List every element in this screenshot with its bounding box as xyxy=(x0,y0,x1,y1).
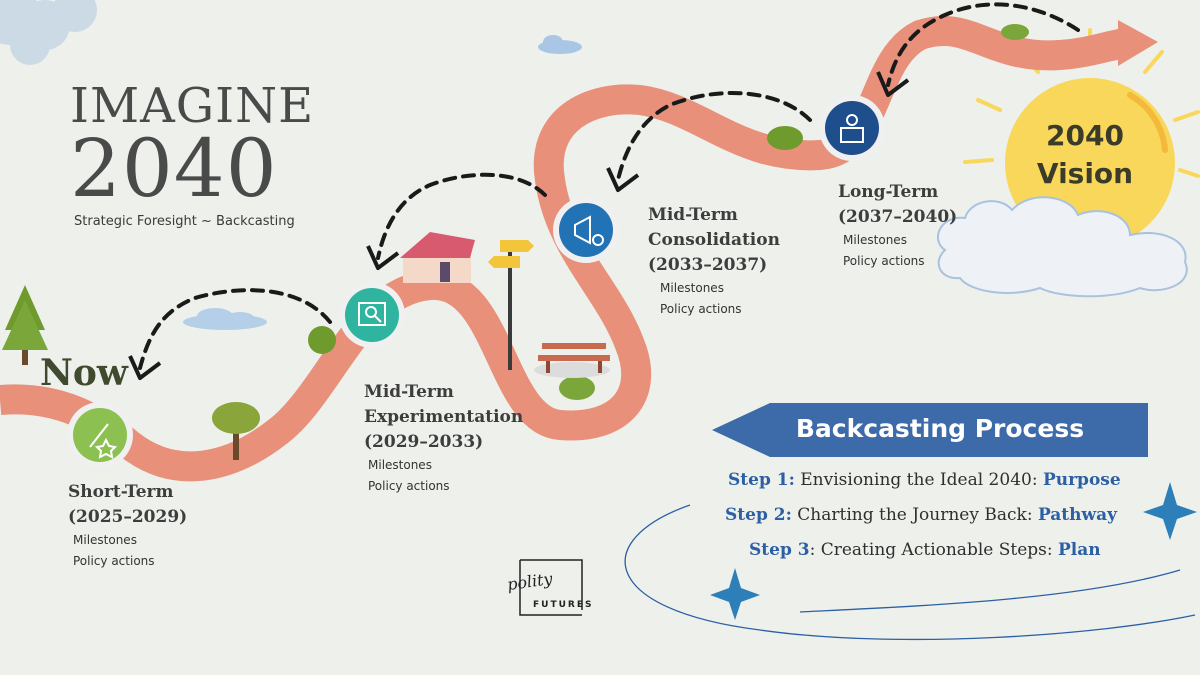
process-step-3: Step 3: Creating Actionable Steps: Plan xyxy=(749,540,1101,560)
cloud-mid xyxy=(183,308,267,330)
process-banner xyxy=(712,403,1148,457)
now-label: Now xyxy=(40,352,128,394)
bush-icons xyxy=(308,24,1029,400)
stage-mid-experimentation: Mid-Term Experimentation (2029–2033) Mil… xyxy=(364,380,523,497)
stage-title-line: Short-Term xyxy=(68,482,174,502)
idea-box-icon xyxy=(840,114,864,143)
bench-icon xyxy=(534,343,610,378)
stage-long-term: Long-Term (2037–2040) Milestones Policy … xyxy=(838,180,957,272)
cloud-small-top xyxy=(538,35,582,54)
road-arrowhead xyxy=(1118,20,1158,66)
stage-title-line: Experimentation xyxy=(364,407,524,427)
process-step-1: Step 1: Envisioning the Ideal 2040: Purp… xyxy=(728,470,1121,490)
stage-item: Milestones xyxy=(660,281,724,295)
step-key: Plan xyxy=(1058,540,1101,560)
polity-futures-logo xyxy=(519,559,583,616)
step-text: : Creating Actionable Steps: xyxy=(809,540,1059,560)
stage-mid-consolidation: Mid-Term Consolidation (2033–2037) Miles… xyxy=(648,203,780,320)
page-subtitle: Strategic Foresight ~ Backcasting xyxy=(74,214,295,229)
step-label: Step 2: xyxy=(725,505,792,525)
process-title: Backcasting Process xyxy=(795,414,1085,443)
stage-item: Milestones xyxy=(843,233,907,247)
stage-item: Milestones xyxy=(73,533,137,547)
page-title-year: 2040 xyxy=(70,122,278,215)
signpost-icon xyxy=(488,240,534,370)
sparkle-icons xyxy=(710,482,1197,620)
cloud-under-sun xyxy=(936,196,1188,298)
stage-title-line: (2025–2029) xyxy=(68,507,188,527)
orbit-lines xyxy=(624,504,1196,641)
step-key: Pathway xyxy=(1037,505,1118,525)
vision-line-1: 2040 xyxy=(1046,119,1124,152)
stage-item: Policy actions xyxy=(73,554,155,568)
page-title: IMAGINE xyxy=(70,78,315,134)
backcast-arrows xyxy=(138,2,1080,370)
process-step-2: Step 2: Charting the Journey Back: Pathw… xyxy=(725,505,1117,525)
milestone-long-term xyxy=(819,95,885,161)
stage-title-line: Long-Term xyxy=(838,182,939,202)
pencil-star-icon xyxy=(89,423,118,459)
logo-subtext: FUTURES xyxy=(533,600,594,610)
pine-tree-icon xyxy=(2,285,48,365)
stage-title-line: (2033–2037) xyxy=(648,255,768,275)
stage-item: Policy actions xyxy=(660,302,742,316)
house-icon xyxy=(400,232,475,283)
cloud-top-left xyxy=(0,0,97,65)
backcast-arrowheads xyxy=(128,71,910,380)
milestone-mid-consolidation xyxy=(553,197,619,263)
stage-item: Policy actions xyxy=(843,254,925,268)
stage-title-line: Consolidation xyxy=(648,230,780,250)
stage-item: Milestones xyxy=(368,458,432,472)
milestone-short-term xyxy=(67,402,133,468)
step-text: Charting the Journey Back: xyxy=(791,505,1038,525)
step-label: Step 1: xyxy=(728,470,795,490)
vision-label: 2040 Vision xyxy=(1030,117,1140,193)
step-label: Step 3 xyxy=(749,540,810,560)
stage-title-line: Mid-Term xyxy=(648,205,738,225)
book-magnifier-icon xyxy=(358,302,386,326)
vision-line-2: Vision xyxy=(1036,157,1134,190)
stage-item: Policy actions xyxy=(368,479,450,493)
stage-short-term: Short-Term (2025–2029) Milestones Policy… xyxy=(68,480,187,572)
oak-tree-icon xyxy=(212,402,260,460)
stage-title-line: (2037–2040) xyxy=(838,207,958,227)
stage-title-line: (2029–2033) xyxy=(364,432,484,452)
milestone-mid-experimentation xyxy=(339,282,405,348)
step-text: Envisioning the Ideal 2040: xyxy=(794,470,1043,490)
megaphone-percent-icon xyxy=(574,215,604,246)
step-key: Purpose xyxy=(1042,470,1121,490)
stage-title-line: Mid-Term xyxy=(364,382,454,402)
road-path xyxy=(0,16,1133,482)
